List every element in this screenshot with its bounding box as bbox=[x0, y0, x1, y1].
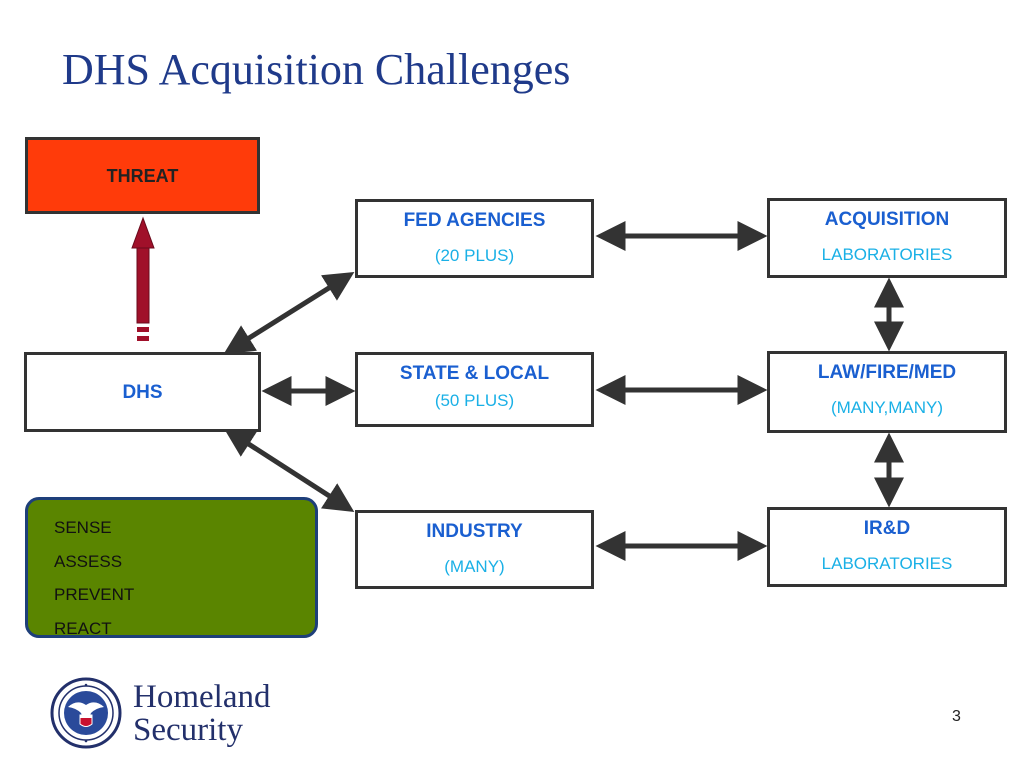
action-item-sense: SENSE bbox=[54, 518, 112, 537]
fed-agencies-count: (20 PLUS) bbox=[434, 246, 515, 265]
ird-subtitle: LABORATORIES bbox=[821, 554, 953, 573]
ird-labs-box: IR&D LABORATORIES bbox=[767, 507, 1007, 587]
page-number: 3 bbox=[952, 708, 961, 725]
industry-count: (MANY) bbox=[444, 557, 505, 576]
dhs-label: DHS bbox=[122, 382, 163, 403]
law-fire-med-count: (MANY,MANY) bbox=[830, 398, 944, 417]
action-item-prevent: PREVENT bbox=[54, 585, 135, 604]
action-list-box: SENSE ASSESS PREVENT REACT bbox=[25, 497, 318, 638]
dhs-box: DHS bbox=[24, 352, 261, 432]
arrow-dhs-fed bbox=[223, 272, 355, 354]
ird-title: IR&D bbox=[863, 518, 911, 539]
action-item-assess: ASSESS bbox=[54, 551, 123, 571]
law-fire-med-box: LAW/FIRE/MED (MANY,MANY) bbox=[767, 351, 1007, 433]
action-item-react: REACT bbox=[54, 618, 112, 638]
state-local-box: STATE & LOCAL (50 PLUS) bbox=[355, 352, 594, 427]
page-title: DHS Acquisition Challenges bbox=[62, 45, 571, 94]
state-local-count: (50 PLUS) bbox=[434, 391, 515, 410]
arrow-dhs-industry bbox=[223, 427, 355, 513]
state-local-title: STATE & LOCAL bbox=[399, 363, 550, 384]
threat-box: THREAT bbox=[25, 137, 260, 214]
fed-agencies-box: FED AGENCIES (20 PLUS) bbox=[355, 199, 594, 278]
logo-line-homeland: Homeland bbox=[133, 679, 271, 715]
threat-label: THREAT bbox=[106, 166, 179, 186]
dhs-seal-icon bbox=[50, 677, 122, 749]
industry-title: INDUSTRY bbox=[426, 521, 523, 542]
threat-arrow bbox=[131, 216, 155, 341]
law-fire-med-title: LAW/FIRE/MED bbox=[817, 362, 957, 383]
acquisition-title: ACQUISITION bbox=[824, 209, 950, 230]
fed-agencies-title: FED AGENCIES bbox=[403, 210, 546, 231]
acquisition-subtitle: LABORATORIES bbox=[821, 245, 953, 264]
industry-box: INDUSTRY (MANY) bbox=[355, 510, 594, 589]
acquisition-labs-box: ACQUISITION LABORATORIES bbox=[767, 198, 1007, 278]
homeland-security-logo: Homeland Security bbox=[133, 681, 270, 747]
logo-line-security: Security bbox=[133, 712, 243, 748]
